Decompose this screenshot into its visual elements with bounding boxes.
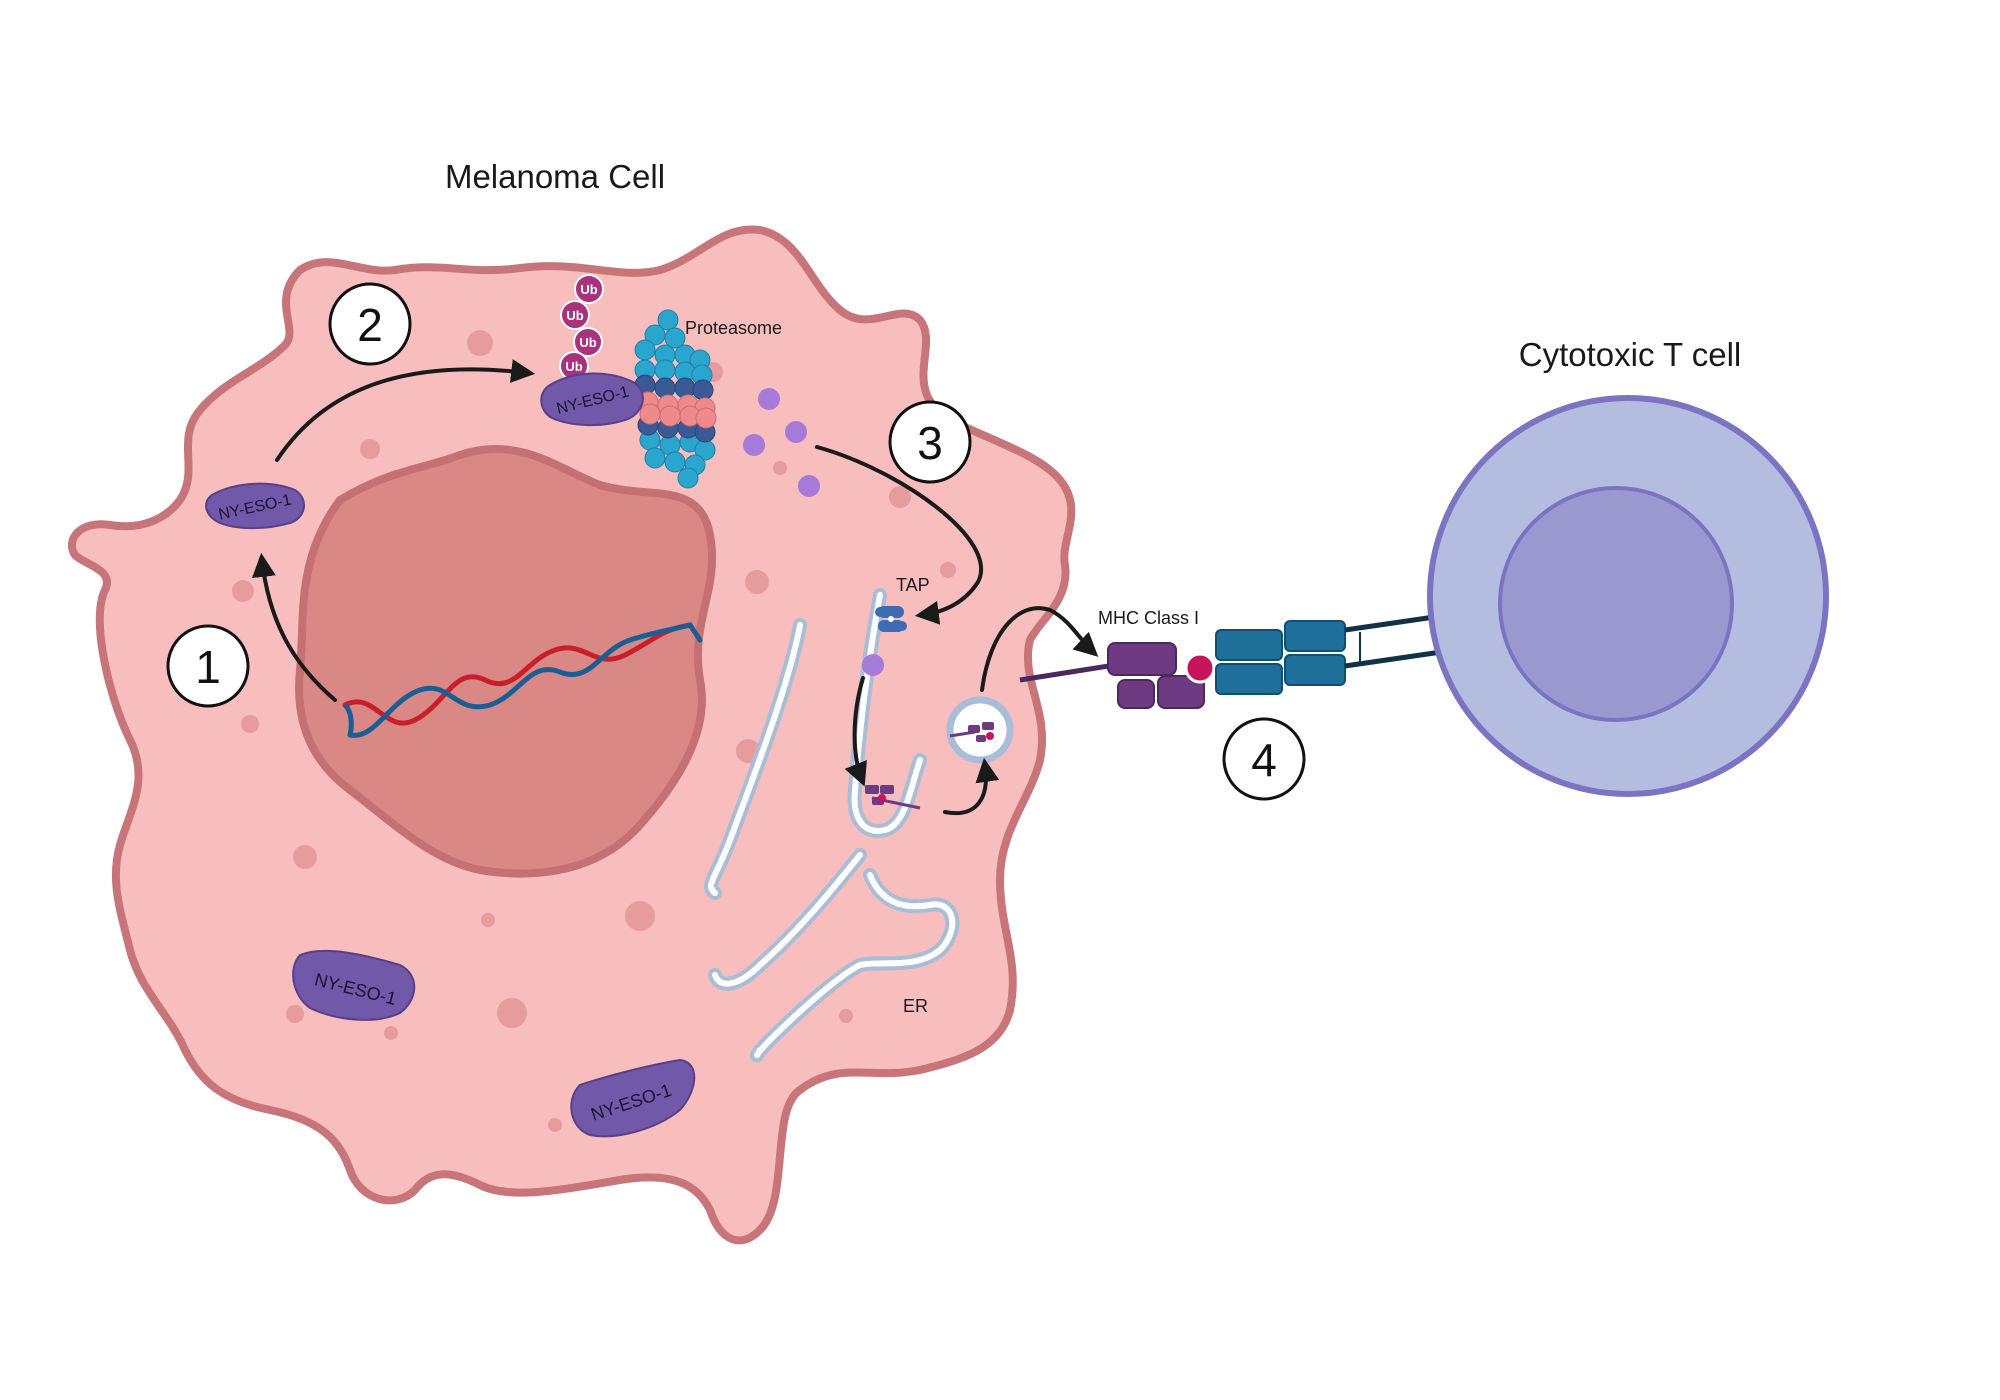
arrow-to-surface [980, 606, 1099, 692]
mhc-label: MHC Class I [1098, 608, 1199, 628]
peptide-in-er [862, 654, 884, 676]
proteasome-label: Proteasome [685, 318, 782, 338]
cytotoxic-t-cell [1427, 395, 1829, 797]
dna-helix [342, 622, 703, 738]
presented-peptide [1184, 652, 1216, 684]
ubiquitin-label: Ub [565, 359, 582, 374]
cytoplasm-vesicles [232, 330, 956, 1132]
step-number: 2 [357, 299, 383, 351]
mhc-class-i-complex [1019, 642, 1216, 709]
arrow-ubiquitination [275, 359, 536, 462]
t-cell-receptor [1215, 611, 1456, 695]
er-label: ER [903, 996, 928, 1016]
step-marker-1: 1 [166, 624, 250, 708]
ubiquitin-label: Ub [580, 282, 597, 297]
ubiquitin-label: Ub [579, 335, 596, 350]
step-marker-2: 2 [328, 282, 412, 366]
step-number: 3 [917, 417, 943, 469]
pathway-arrows [251, 359, 1099, 816]
ubiquitin-label: Ub [566, 308, 583, 323]
transport-vesicle [946, 696, 1014, 764]
ny-eso-1-protein-cytoplasm-a: NY-ESO-1 [292, 949, 416, 1021]
ny-eso-1-protein-ubiquitinated: NY-ESO-1 [540, 372, 644, 427]
t-cell-title: Cytotoxic T cell [1519, 336, 1742, 373]
mhc-in-er [865, 785, 921, 810]
step-number: 4 [1251, 734, 1277, 786]
peptides [743, 388, 820, 497]
step-number: 1 [195, 641, 221, 693]
arrow-to-tap [815, 445, 983, 625]
arrow-peptide-loading [844, 676, 867, 787]
arrow-transcription [251, 552, 337, 702]
ubiquitin-chain: Ub Ub Ub Ub [559, 274, 604, 381]
step-marker-3: 3 [888, 400, 972, 484]
step-marker-4: 4 [1222, 717, 1306, 801]
proteasome [634, 309, 717, 489]
melanoma-cell-title: Melanoma Cell [445, 158, 665, 195]
tap-transporter [875, 606, 907, 632]
nucleus [295, 445, 717, 878]
ny-eso-1-protein-cytoplasm-b: NY-ESO-1 [570, 1058, 696, 1138]
ny-eso-1-protein-translated: NY-ESO-1 [205, 482, 305, 530]
tap-label: TAP [896, 575, 930, 595]
arrow-to-vesicle [943, 757, 1000, 816]
